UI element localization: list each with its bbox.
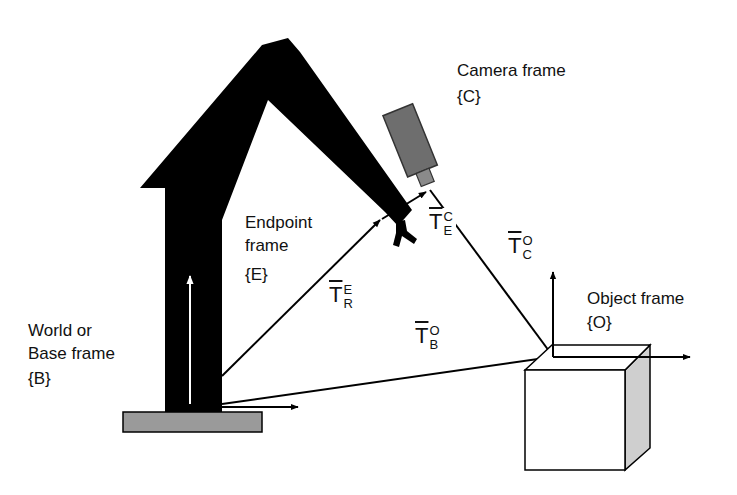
- robot-arm: [140, 38, 412, 412]
- transform-arrow: [222, 357, 552, 404]
- label-slot: {E}: [243, 264, 270, 287]
- subscript: C: [522, 248, 532, 262]
- transform-indices: CO: [522, 234, 532, 261]
- label-slot: {O}: [585, 312, 614, 335]
- transform-symbol: T: [415, 323, 428, 348]
- gripper: [393, 220, 417, 247]
- label-slot: Camera frame: [455, 60, 568, 83]
- base-z-axis: [189, 276, 191, 404]
- label-slot: Object frame: [585, 288, 686, 311]
- label-slot: Endpoint frame: [243, 212, 321, 258]
- subscript: B: [429, 338, 439, 352]
- object-z-axis: [552, 272, 554, 357]
- transform-symbol: T: [429, 209, 442, 234]
- superscript: O: [522, 234, 532, 248]
- subscript: R: [343, 297, 352, 311]
- base-plate: [123, 412, 262, 432]
- cube-front: [525, 370, 625, 470]
- frame-symbol: {E}: [243, 264, 270, 287]
- label-slot: {C}: [455, 86, 483, 109]
- transform-indices: EC: [443, 210, 452, 237]
- label-slot: World or Base frame: [26, 320, 122, 366]
- transform-label: TCO: [505, 232, 536, 263]
- transform-indices: RE: [343, 283, 352, 310]
- frame-label: Endpoint frame: [243, 212, 321, 258]
- label-slot: TBO: [412, 322, 443, 353]
- subscript: E: [443, 224, 452, 238]
- transform-label: TBO: [412, 322, 443, 353]
- frame-label: Camera frame: [455, 60, 568, 83]
- transform-label: TEC: [426, 208, 456, 239]
- frame-symbol: {B}: [26, 368, 53, 391]
- superscript: C: [443, 210, 452, 224]
- transform-arrow: [382, 192, 426, 219]
- object-x-axis: [553, 356, 690, 358]
- label-slot: TCO: [505, 232, 536, 263]
- transform-symbol: T: [329, 282, 342, 307]
- transform-symbol: T: [508, 233, 521, 258]
- frame-symbol: {C}: [455, 86, 483, 109]
- label-slot: {B}: [26, 368, 53, 391]
- label-slot: TEC: [426, 208, 456, 239]
- label-slot: TRE: [326, 281, 356, 312]
- transform-indices: BO: [429, 324, 439, 351]
- camera: [383, 104, 443, 190]
- frame-symbol: {O}: [585, 312, 614, 335]
- transform-label: TRE: [326, 281, 356, 312]
- frame-label: World or Base frame: [26, 320, 122, 366]
- frame-label: Object frame: [585, 288, 686, 311]
- superscript: O: [429, 324, 439, 338]
- base-x-axis: [222, 406, 298, 408]
- superscript: E: [343, 283, 352, 297]
- transform-arrow: [430, 190, 552, 355]
